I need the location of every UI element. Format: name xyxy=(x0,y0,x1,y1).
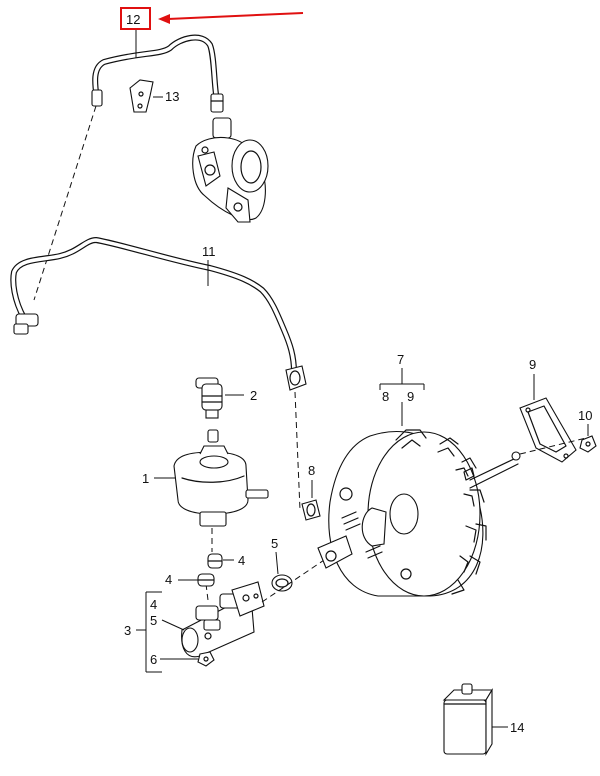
label-7[interactable]: 7 xyxy=(397,352,404,367)
booster-gasket[interactable] xyxy=(519,397,577,463)
label-9[interactable]: 9 xyxy=(529,357,536,372)
hose-bracket[interactable] xyxy=(129,79,154,113)
label-10[interactable]: 10 xyxy=(578,408,592,423)
bracket-7 xyxy=(379,368,425,426)
label-14[interactable]: 14 xyxy=(510,720,524,735)
label-12[interactable]: 12 xyxy=(126,12,140,27)
booster-nut[interactable] xyxy=(579,435,597,453)
label-13[interactable]: 13 xyxy=(165,89,179,104)
label-8-bracket[interactable]: 8 xyxy=(382,389,389,404)
master-cylinder[interactable] xyxy=(181,581,265,658)
label-4-upper[interactable]: 4 xyxy=(238,553,245,568)
brake-fluid-can[interactable] xyxy=(442,683,493,756)
label-5-oring[interactable]: 5 xyxy=(271,536,278,551)
leader-5-oring xyxy=(275,551,279,575)
label-4-lower[interactable]: 4 xyxy=(165,572,172,587)
label-2[interactable]: 2 xyxy=(250,388,257,403)
leader-5-master xyxy=(161,619,185,631)
brake-fluid-reservoir[interactable] xyxy=(173,445,269,527)
guide-11-to-8 xyxy=(294,391,301,511)
guide-booster-to-gasket xyxy=(519,437,587,455)
vacuum-line-lower[interactable] xyxy=(10,237,307,391)
highlight-arrow-line xyxy=(167,12,304,20)
guide-plug-to-master xyxy=(205,583,209,601)
vacuum-hose-upper[interactable] xyxy=(91,34,224,113)
highlight-callout xyxy=(120,7,304,30)
reservoir-cap[interactable] xyxy=(195,377,223,443)
label-3[interactable]: 3 xyxy=(124,623,131,638)
highlight-box xyxy=(120,7,151,30)
guide-master-to-booster xyxy=(261,555,331,603)
reservoir-plug-upper[interactable] xyxy=(207,553,223,569)
brake-booster[interactable] xyxy=(317,429,521,597)
label-8[interactable]: 8 xyxy=(308,463,315,478)
label-9-bracket[interactable]: 9 xyxy=(407,389,414,404)
label-6[interactable]: 6 xyxy=(150,652,157,667)
label-11[interactable]: 11 xyxy=(202,244,216,259)
guide-12-to-11 xyxy=(33,105,97,301)
label-4-bracket[interactable]: 4 xyxy=(150,597,157,612)
part-labels: 12 13 11 2 1 7 8 9 9 10 8 5 4 4 4 5 3 6 … xyxy=(124,12,592,735)
label-1[interactable]: 1 xyxy=(142,471,149,486)
vacuum-pump[interactable] xyxy=(192,117,269,223)
grommet[interactable] xyxy=(301,499,321,521)
bracket-3 xyxy=(136,591,162,673)
o-ring[interactable] xyxy=(271,574,293,592)
label-5-bracket[interactable]: 5 xyxy=(150,613,157,628)
master-cylinder-nut[interactable] xyxy=(197,651,215,667)
highlight-arrow-head xyxy=(158,14,170,24)
reservoir-plug-lower[interactable] xyxy=(197,573,215,587)
